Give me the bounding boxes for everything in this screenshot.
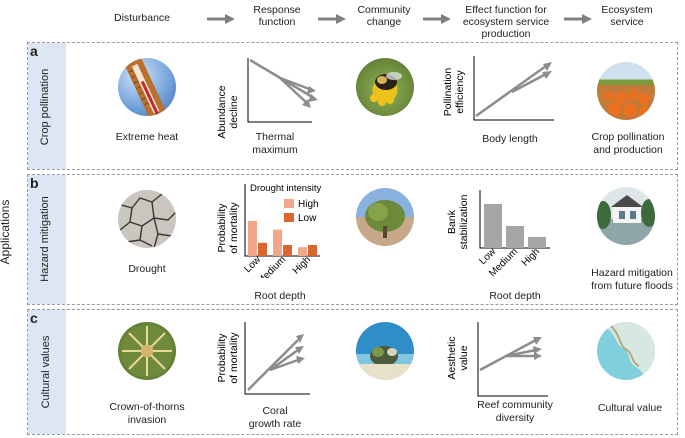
response-line-3 bbox=[269, 358, 299, 372]
response-line-3 bbox=[279, 77, 309, 105]
row-label-panel: c Cultural values bbox=[28, 310, 66, 434]
tick-label: Low bbox=[242, 254, 263, 275]
bar-high-low bbox=[248, 220, 257, 256]
effect-xlabel: Body length bbox=[482, 133, 538, 145]
response-plot-b: Probabilityof mortality Drought intensit… bbox=[216, 183, 322, 278]
legend-swatch-high bbox=[284, 199, 294, 208]
tree-image bbox=[356, 188, 414, 246]
axes bbox=[244, 184, 320, 257]
row-crop-pollination: a Crop pollination bbox=[27, 42, 678, 170]
effect-ylabel: Bankstabilization bbox=[446, 194, 470, 249]
header-arrow-2 bbox=[318, 14, 346, 24]
row-letter: b bbox=[30, 175, 39, 191]
arrowhead bbox=[295, 346, 304, 354]
flooded-house-image bbox=[597, 187, 655, 245]
response-plot-a: Abundancedecline bbox=[216, 58, 318, 139]
arrowhead bbox=[296, 334, 304, 343]
response-plot-c: Probabilityof mortality bbox=[216, 322, 310, 395]
disturbance-caption: Drought bbox=[128, 263, 166, 275]
bar-low-low bbox=[258, 242, 267, 256]
response-line-2 bbox=[269, 348, 299, 372]
header-arrow-4 bbox=[564, 14, 592, 24]
header-effect: Effect function for ecosystem service pr… bbox=[462, 4, 550, 40]
axes bbox=[477, 322, 548, 397]
service-caption: Crop pollination and production bbox=[591, 131, 665, 156]
row-title: Hazard mitigation bbox=[39, 196, 51, 282]
disturbance-caption: Crown-of-thorns invasion bbox=[109, 401, 185, 426]
effect-ylabel: Aestheticvalue bbox=[446, 336, 470, 379]
legend-swatch-low bbox=[284, 213, 294, 222]
service-caption: Hazard mitigation from future floods bbox=[591, 267, 673, 292]
header-response: Response function bbox=[253, 4, 301, 28]
cracked-earth-image bbox=[118, 190, 176, 248]
thermometer-image bbox=[118, 58, 176, 116]
bar-high-medium bbox=[273, 229, 282, 256]
arrowhead bbox=[307, 86, 316, 94]
disturbance-caption: Extreme heat bbox=[115, 131, 179, 143]
row-label-panel: a Crop pollination bbox=[28, 43, 66, 169]
row-letter: a bbox=[30, 43, 38, 59]
arrowhead bbox=[296, 356, 305, 364]
effect-ylabel: Pollinationefficiency bbox=[442, 68, 466, 117]
axes bbox=[244, 322, 310, 395]
response-line-2 bbox=[279, 76, 313, 92]
bee-image bbox=[356, 58, 414, 116]
bar-low bbox=[484, 204, 502, 248]
header-arrow-1 bbox=[207, 14, 235, 24]
tick-label: High bbox=[520, 246, 542, 268]
applications-label: Applications bbox=[0, 199, 12, 265]
arrowhead bbox=[542, 71, 552, 79]
bar-medium bbox=[506, 226, 524, 248]
row-cultural-values: c Cultural values bbox=[27, 309, 678, 435]
effect-line-1 bbox=[475, 64, 547, 118]
response-line-1 bbox=[247, 339, 299, 391]
response-xlabel: Thermal maximum bbox=[252, 131, 298, 156]
legend-label-high: High bbox=[298, 199, 319, 210]
bar-high-high bbox=[298, 247, 307, 256]
header-community: Community change bbox=[357, 4, 411, 28]
effect-plot-a: Pollinationefficiency bbox=[442, 56, 554, 121]
row-letter: c bbox=[30, 310, 38, 326]
pumpkins-image bbox=[597, 62, 655, 120]
header-service: Ecosystem service bbox=[601, 4, 653, 28]
response-xlabel: Root depth bbox=[254, 290, 306, 302]
y-axis bbox=[247, 58, 312, 123]
axes bbox=[473, 56, 554, 121]
arrowhead bbox=[302, 99, 311, 108]
arrowhead bbox=[308, 94, 318, 102]
response-ylabel: Abundancedecline bbox=[216, 85, 240, 138]
arrowhead bbox=[533, 346, 542, 354]
legend-label-low: Low bbox=[298, 213, 317, 224]
effect-xlabel: Reef community diversity bbox=[477, 399, 553, 424]
axes bbox=[479, 190, 550, 249]
reef-aerial-image bbox=[597, 322, 655, 380]
arrowhead bbox=[534, 352, 542, 360]
tick-label: High bbox=[291, 254, 313, 276]
row-title: Crop pollination bbox=[39, 68, 51, 146]
response-ylabel: Probabilityof mortality bbox=[216, 202, 240, 254]
service-caption: Cultural value bbox=[597, 402, 663, 414]
bar-high bbox=[528, 237, 546, 248]
bar-low-medium bbox=[283, 245, 292, 256]
tick-label: Medium bbox=[255, 254, 288, 278]
response-ylabel: Probabilityof mortality bbox=[216, 332, 240, 384]
row-title: Cultural values bbox=[40, 335, 52, 409]
header-disturbance: Disturbance bbox=[113, 12, 171, 24]
legend-title: Drought intensity bbox=[250, 183, 322, 194]
header-arrow-3 bbox=[423, 14, 451, 24]
arrowhead bbox=[533, 337, 542, 345]
arrowhead bbox=[543, 62, 552, 71]
reef-image bbox=[356, 322, 414, 380]
bar-low-high bbox=[308, 245, 317, 256]
response-xlabel: Coral growth rate bbox=[248, 405, 302, 430]
effect-xlabel: Root depth bbox=[489, 290, 541, 302]
row-hazard-mitigation: b Hazard mitigation bbox=[27, 174, 678, 305]
effect-plot-c: Aestheticvalue bbox=[446, 322, 548, 397]
effect-line-2 bbox=[511, 72, 547, 94]
starfish-image bbox=[118, 322, 176, 380]
row-label-panel: b Hazard mitigation bbox=[28, 175, 66, 304]
